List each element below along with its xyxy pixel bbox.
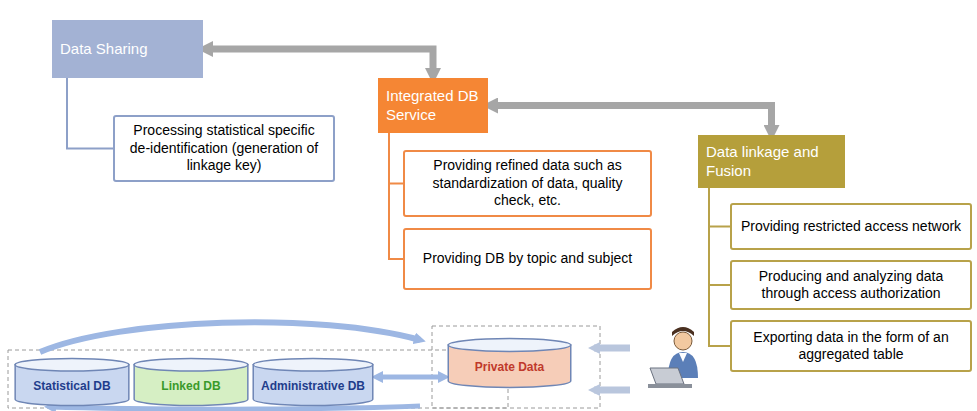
- header-text: Integrated DB Service: [386, 87, 480, 125]
- process-box: Providing DB by topic and subject: [403, 228, 652, 290]
- tree-connector: [709, 188, 730, 346]
- section-header: Data linkage and Fusion: [698, 135, 845, 188]
- box-text: Producing and analyzing data through acc…: [740, 268, 962, 303]
- section-header: Integrated DB Service: [378, 78, 488, 133]
- header-text: Data linkage and Fusion: [706, 143, 837, 181]
- database-label: Linked DB: [161, 379, 220, 393]
- input-arrow: [594, 345, 630, 352]
- tree-connector: [389, 133, 403, 184]
- cycle-arrow: [40, 322, 420, 352]
- process-box: Exporting data in the form of an aggrega…: [730, 320, 972, 372]
- header-text: Data Sharing: [60, 40, 148, 59]
- section-header: Data Sharing: [52, 20, 203, 78]
- double-arrow: [377, 375, 444, 380]
- database-cylinder: Administrative DB: [252, 358, 374, 406]
- box-text: Providing refined data such as standardi…: [413, 157, 642, 210]
- double-arrow: [205, 49, 433, 76]
- tree-connector: [389, 133, 403, 259]
- input-arrow: [594, 387, 630, 394]
- database-cylinder: Statistical DB: [14, 358, 130, 406]
- process-box: Providing restricted access network: [730, 203, 972, 250]
- box-text: Exporting data in the form of an aggrega…: [740, 329, 962, 364]
- box-text: Providing restricted access network: [741, 218, 961, 236]
- box-text: Providing DB by topic and subject: [423, 250, 632, 268]
- dashed-group-frame: [8, 350, 508, 408]
- tree-connector: [67, 78, 113, 149]
- process-box: Producing and analyzing data through acc…: [730, 260, 972, 310]
- process-box: Processing statistical specific de-ident…: [113, 115, 335, 182]
- cycle-arrow: [50, 406, 420, 409]
- person-icon: [648, 327, 698, 388]
- database-label: Statistical DB: [33, 379, 110, 393]
- database-label: Administrative DB: [261, 379, 365, 393]
- double-arrow: [490, 106, 772, 134]
- box-text: Processing statistical specific de-ident…: [123, 122, 325, 175]
- database-cylinder: Linked DB: [133, 358, 249, 406]
- tree-connector: [709, 188, 730, 285]
- database-cylinder: Private Data: [447, 338, 572, 388]
- process-box: Providing refined data such as standardi…: [403, 150, 652, 217]
- database-label: Private Data: [475, 360, 544, 374]
- tree-connector: [709, 188, 730, 227]
- dashed-group-frame: [432, 326, 600, 408]
